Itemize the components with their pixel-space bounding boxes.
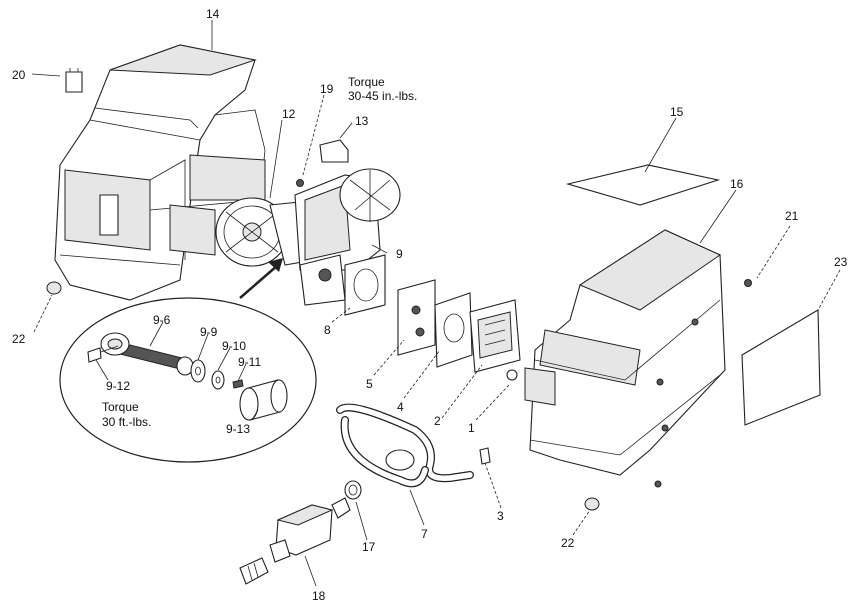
key-part-9-11 xyxy=(232,379,244,389)
leader-lines xyxy=(31,20,841,587)
callout-14: 14 xyxy=(206,7,220,21)
bolt-part-9-12 xyxy=(87,345,119,363)
callout-22-right: 22 xyxy=(561,536,575,550)
switch-part-20 xyxy=(65,68,83,93)
side-panel-part-23 xyxy=(741,309,821,426)
top-panel-part-15 xyxy=(565,164,721,206)
cylinder-head-part-2 xyxy=(469,299,521,373)
left-shroud-part-14 xyxy=(54,44,266,301)
torque-note-lower-line2: 30 ft.-lbs. xyxy=(102,415,151,429)
callout-4: 4 xyxy=(397,400,404,414)
bracket-part-13 xyxy=(319,139,349,163)
callout-22-left: 22 xyxy=(12,332,26,346)
callout-17: 17 xyxy=(362,540,376,554)
callout-9: 9 xyxy=(396,247,403,261)
callout-9-13: 9-13 xyxy=(226,422,250,436)
torque-note-lower-line1: Torque xyxy=(102,400,139,414)
foot-part-22-left xyxy=(46,281,62,295)
callout-5: 5 xyxy=(366,377,373,391)
callout-8: 8 xyxy=(324,323,331,337)
callout-13: 13 xyxy=(355,114,369,128)
callout-1: 1 xyxy=(468,421,475,435)
callout-19: 19 xyxy=(320,82,334,96)
callout-9-11: 9-11 xyxy=(238,355,261,369)
washer-part-9-9 xyxy=(190,359,206,383)
callout-9-12: 9-12 xyxy=(106,379,130,393)
valve-plate-part-5 xyxy=(397,279,436,356)
detail-breakout-callout xyxy=(59,258,317,463)
callout-7: 7 xyxy=(421,527,428,541)
callout-20: 20 xyxy=(12,68,26,82)
pump-head-and-fan-part-9 xyxy=(294,168,401,306)
valve-gasket-part-4 xyxy=(434,292,473,368)
screw-part-21 xyxy=(744,279,752,287)
callout-16: 16 xyxy=(730,177,744,191)
callout-12: 12 xyxy=(282,107,296,121)
callout-15: 15 xyxy=(670,105,684,119)
check-valve-part-18 xyxy=(239,497,351,585)
torque-note-upper-line1: Torque xyxy=(348,75,385,89)
callout-23: 23 xyxy=(834,255,848,269)
callout-2: 2 xyxy=(434,414,441,428)
fitting-part-3 xyxy=(479,447,491,465)
torque-note-upper-line2: 30-45 in.-lbs. xyxy=(348,89,417,103)
pulley-hub-part-9-13 xyxy=(239,379,288,421)
screw-part-19 xyxy=(296,179,304,187)
callout-21: 21 xyxy=(785,209,799,223)
head-bolt-part-1 xyxy=(506,369,518,381)
callout-9-9: 9-9 xyxy=(200,325,218,339)
clamp-part-17 xyxy=(344,480,362,500)
cylinder-gasket-part-8 xyxy=(344,254,386,316)
washer-part-9-10 xyxy=(211,370,225,390)
callout-3: 3 xyxy=(497,509,504,523)
callout-9-10: 9-10 xyxy=(222,339,246,353)
outlet-tube-part-7 xyxy=(336,403,474,488)
callout-18: 18 xyxy=(312,589,326,603)
connecting-rod-part-9-6 xyxy=(100,332,194,376)
callout-9-6: 9-6 xyxy=(153,313,171,327)
right-shroud-part-16 xyxy=(524,229,726,488)
foot-part-22-right xyxy=(584,497,600,511)
